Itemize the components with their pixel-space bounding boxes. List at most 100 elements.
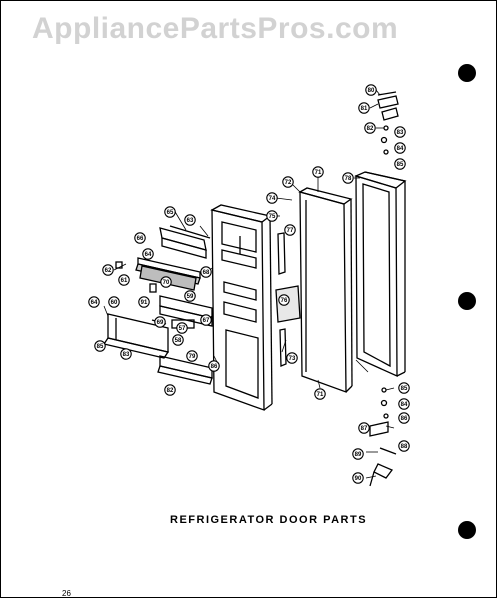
- callout-number: 82: [367, 126, 374, 132]
- callout-circle: [394, 126, 406, 138]
- callout-circle: [120, 348, 132, 360]
- bottom-hinge-parts: [369, 387, 397, 487]
- callout-circle: [184, 290, 196, 302]
- callout-c80: 80: [365, 84, 377, 96]
- callout-circle: [352, 472, 364, 484]
- lower-shelf: [159, 295, 213, 327]
- callout-c71b: 71: [314, 388, 326, 400]
- callout-c60: 60: [108, 296, 120, 308]
- callout-circle: [364, 122, 376, 134]
- callout-number: 88: [401, 444, 408, 450]
- callout-c83b: 83: [120, 348, 132, 360]
- door-liner: [210, 204, 273, 411]
- callout-circle: [398, 398, 410, 410]
- callout-number: 69: [157, 320, 164, 326]
- callout-c82b: 82: [164, 384, 176, 396]
- callout-c85: 85: [394, 158, 406, 170]
- bottom-bin: [102, 313, 170, 359]
- callout-c66: 66: [134, 232, 146, 244]
- callout-number: 86: [401, 416, 408, 422]
- callout-c87: 87: [358, 422, 370, 434]
- callout-c64b: 64: [88, 296, 100, 308]
- callout-circle: [266, 210, 278, 222]
- callout-c58: 58: [172, 334, 184, 346]
- callout-c85c: 85: [398, 382, 410, 394]
- callout-c77: 77: [284, 224, 296, 236]
- callout-circle: [142, 248, 154, 260]
- callout-c70: 70: [160, 276, 172, 288]
- callout-circle: [352, 448, 364, 460]
- bottom-trim: [157, 355, 213, 385]
- callout-c84b: 84: [398, 398, 410, 410]
- callout-circle: [358, 422, 370, 434]
- callout-c65: 65: [164, 206, 176, 218]
- callout-circle: [102, 264, 114, 276]
- callout-c81: 81: [358, 102, 370, 114]
- callout-circle: [164, 384, 176, 396]
- callout-c69: 69: [154, 316, 166, 328]
- breaker-strip: [277, 232, 287, 367]
- callout-c88: 88: [398, 440, 410, 452]
- callout-circle: [342, 172, 354, 184]
- callout-c62: 62: [102, 264, 114, 276]
- callout-number: 66: [137, 236, 144, 242]
- callout-c79: 79: [186, 350, 198, 362]
- callout-circle: [398, 412, 410, 424]
- callout-circle: [208, 360, 220, 372]
- callout-c61: 61: [118, 274, 130, 286]
- callout-circle: [200, 266, 212, 278]
- callout-circle: [172, 334, 184, 346]
- callout-c76: 76: [278, 294, 290, 306]
- binder-hole-middle: [458, 292, 476, 310]
- callout-number: 63: [187, 218, 194, 224]
- callout-circle: [154, 316, 166, 328]
- callout-circle: [358, 102, 370, 114]
- callout-number: 89: [355, 452, 362, 458]
- callout-number: 60: [111, 300, 118, 306]
- callout-c68: 68: [200, 266, 212, 278]
- callout-c90: 90: [352, 472, 364, 484]
- callout-number: 67: [203, 318, 210, 324]
- callout-number: 61: [121, 278, 128, 284]
- callout-number: 71: [317, 392, 324, 398]
- callout-circle: [266, 192, 278, 204]
- callout-c78: 78: [342, 172, 354, 184]
- callout-c75: 75: [266, 210, 278, 222]
- callout-circle: [160, 276, 172, 288]
- callout-c64: 64: [142, 248, 154, 260]
- callout-circle: [284, 224, 296, 236]
- callout-circle: [286, 352, 298, 364]
- upper-shelf: [159, 225, 211, 259]
- callout-number: 87: [361, 426, 368, 432]
- callout-circle: [94, 340, 106, 352]
- callout-number: 86: [211, 364, 218, 370]
- door-gasket: [354, 171, 407, 378]
- callout-c67: 67: [200, 314, 212, 326]
- callout-c89: 89: [352, 448, 364, 460]
- callout-number: 70: [163, 280, 170, 286]
- binder-hole-top: [458, 64, 476, 82]
- callout-circle: [138, 296, 150, 308]
- callout-c82: 82: [364, 122, 376, 134]
- callout-number: 77: [287, 228, 294, 234]
- door-outer-panel: [298, 187, 353, 393]
- callout-c59: 59: [184, 290, 196, 302]
- callout-circle: [200, 314, 212, 326]
- callout-number: 81: [361, 106, 368, 112]
- callout-number: 85: [397, 162, 404, 168]
- callout-circle: [278, 294, 290, 306]
- callout-circle: [314, 388, 326, 400]
- callout-c86: 86: [208, 360, 220, 372]
- callout-circle: [176, 322, 188, 334]
- leader-lines: [103, 89, 395, 479]
- callout-number: 83: [397, 130, 404, 136]
- top-hinge-parts: [377, 91, 399, 155]
- callout-c86b: 86: [398, 412, 410, 424]
- callout-number: 82: [167, 388, 174, 394]
- callout-number: 64: [91, 300, 98, 306]
- page-number: 26: [62, 589, 71, 598]
- callout-c85b: 85: [94, 340, 106, 352]
- callout-number: 85: [97, 344, 104, 350]
- callout-c72: 72: [282, 176, 294, 188]
